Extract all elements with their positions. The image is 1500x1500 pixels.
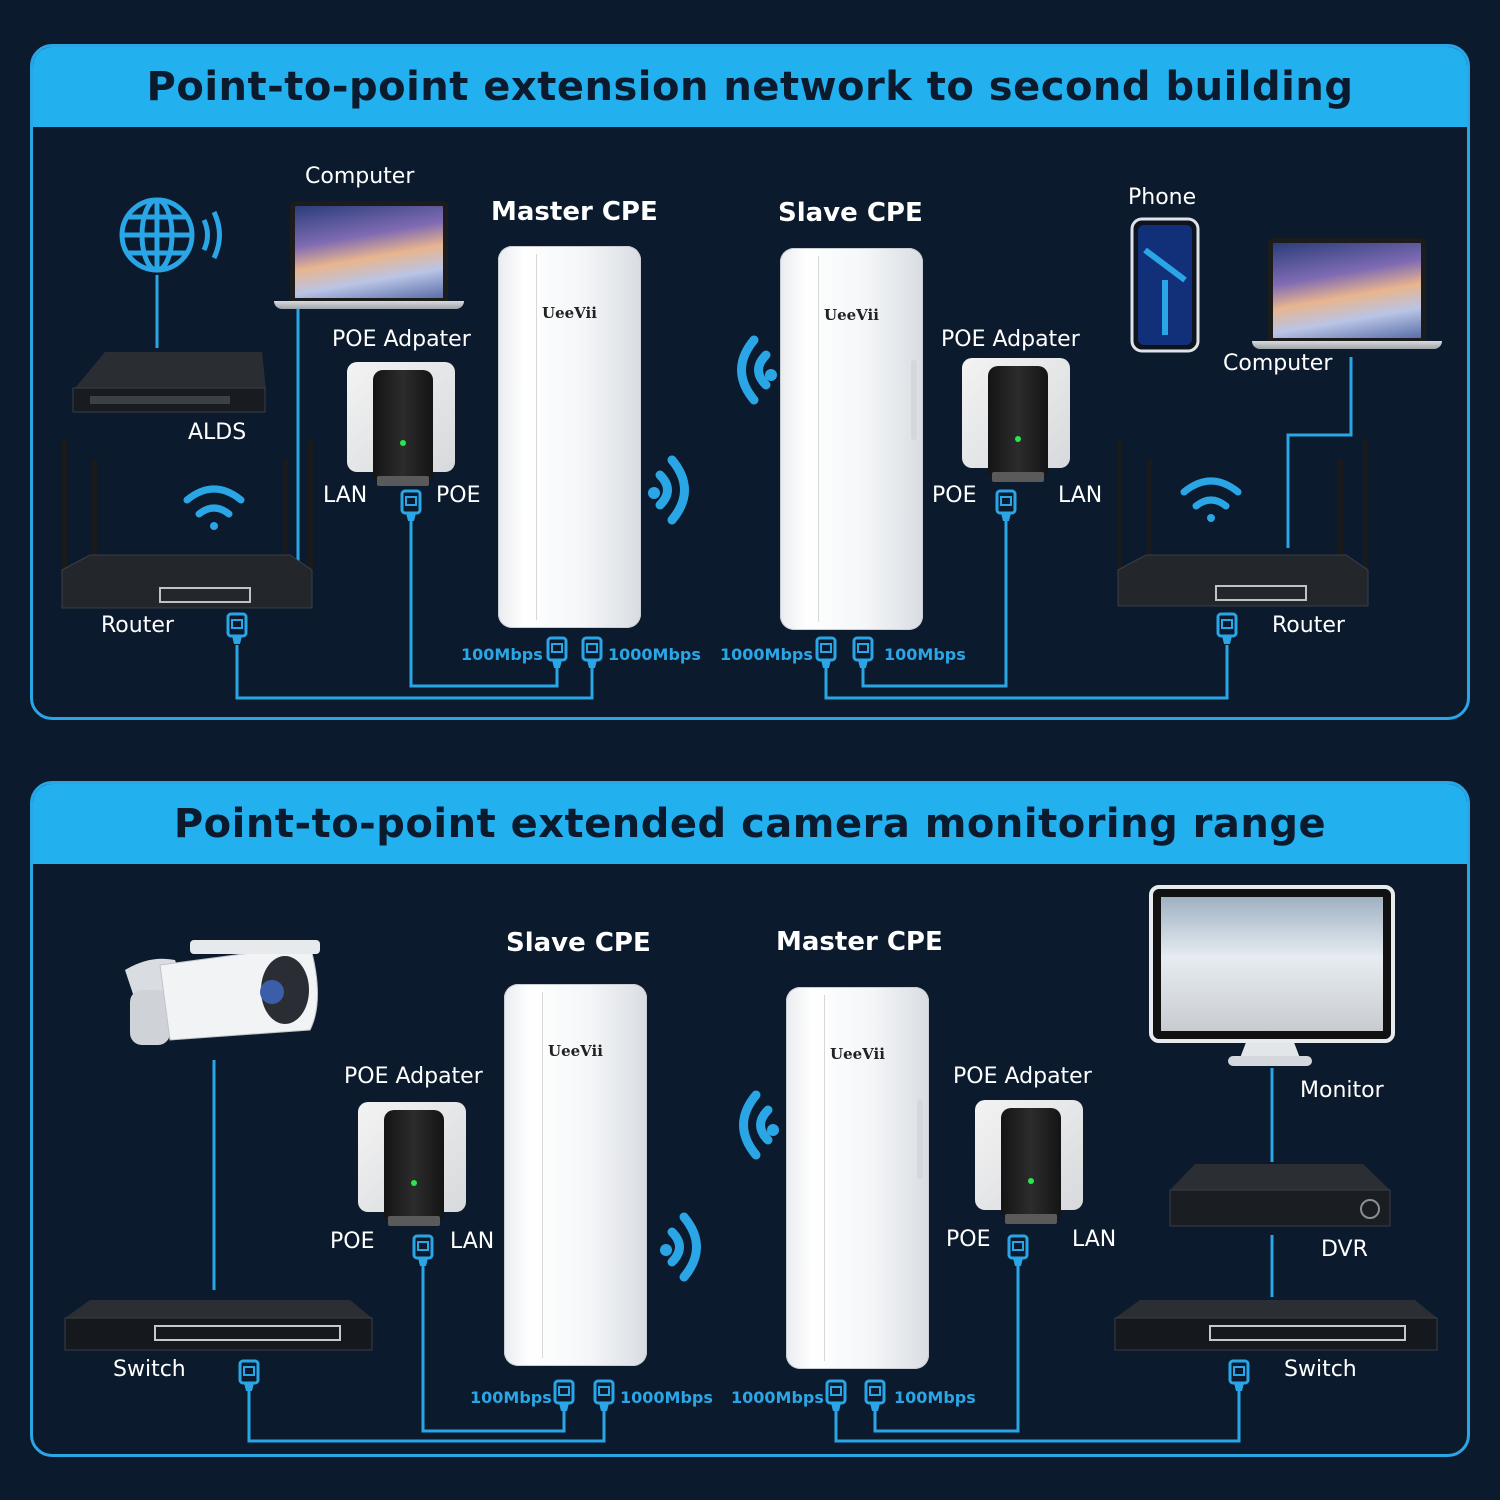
ethernet-plug-icon — [226, 612, 248, 646]
ethernet-plug-icon — [864, 1379, 886, 1413]
label-poe-left: POE — [330, 1229, 375, 1254]
label-router-right: Router — [1272, 613, 1345, 638]
label-poe-adapter-right: POE Adpater — [953, 1064, 1092, 1089]
label-speed: 100Mbps — [894, 1388, 976, 1407]
ethernet-plug-icon — [400, 489, 422, 523]
signal-wave-icon — [660, 1212, 701, 1282]
switch-icon — [1114, 1300, 1438, 1351]
label-speed: 100Mbps — [470, 1388, 552, 1407]
label-phone: Phone — [1128, 185, 1197, 210]
cpe-brand-label: UeeVii — [542, 304, 597, 322]
signal-wave-icon — [739, 1090, 779, 1160]
label-poe-adapter-right: POE Adpater — [941, 327, 1080, 352]
poe-adapter-icon — [975, 1100, 1083, 1224]
label-slave-cpe: Slave CPE — [778, 198, 923, 228]
label-master-cpe: Master CPE — [776, 927, 943, 957]
ethernet-plug-icon — [815, 636, 837, 670]
label-speed: 1000Mbps — [620, 1388, 713, 1407]
ethernet-plug-icon — [412, 1234, 434, 1268]
ethernet-plug-icon — [581, 636, 603, 670]
ethernet-plug-icon — [238, 1359, 260, 1393]
panel-bottom-title: Point-to-point extended camera monitorin… — [173, 801, 1327, 847]
label-master-cpe: Master CPE — [491, 197, 658, 227]
ethernet-plug-icon — [995, 489, 1017, 523]
modem-icon — [72, 352, 266, 413]
cpe-device-icon: UeeVii — [504, 984, 647, 1366]
label-poe-left: POE — [436, 483, 481, 508]
globe-icon — [119, 197, 222, 273]
label-lan-left: LAN — [450, 1229, 495, 1254]
label-poe-right: POE — [932, 483, 977, 508]
label-computer-right: Computer — [1223, 351, 1333, 376]
panel-top-header: Point-to-point extension network to seco… — [33, 47, 1467, 127]
label-switch-right: Switch — [1284, 1357, 1357, 1382]
cpe-brand-label: UeeVii — [830, 1045, 885, 1063]
wifi-icon — [1180, 477, 1242, 522]
poe-adapter-icon — [358, 1102, 466, 1226]
ethernet-plug-icon — [1228, 1359, 1250, 1393]
label-poe-adapter-left: POE Adpater — [344, 1064, 483, 1089]
ethernet-plug-icon — [852, 636, 874, 670]
router-icon — [1117, 440, 1369, 607]
label-speed: 1000Mbps — [731, 1388, 824, 1407]
cpe-device-icon: UeeVii — [786, 987, 929, 1369]
panel-top: Point-to-point extension network to seco… — [30, 44, 1470, 720]
ethernet-plug-icon — [553, 1379, 575, 1413]
label-lan-right: LAN — [1058, 483, 1103, 508]
label-switch-left: Switch — [113, 1357, 186, 1382]
signal-wave-icon — [737, 335, 777, 405]
label-router-left: Router — [101, 613, 174, 638]
label-speed: 100Mbps — [461, 645, 543, 664]
ethernet-plug-icon — [825, 1379, 847, 1413]
panel-bottom-header: Point-to-point extended camera monitorin… — [33, 784, 1467, 864]
ethernet-plug-icon — [593, 1379, 615, 1413]
switch-icon — [64, 1300, 373, 1351]
label-speed: 100Mbps — [884, 645, 966, 664]
ethernet-plug-icon — [546, 636, 568, 670]
label-alds: ALDS — [188, 420, 247, 445]
poe-adapter-icon — [962, 358, 1070, 482]
label-dvr: DVR — [1321, 1237, 1368, 1262]
phone-icon — [1130, 217, 1200, 353]
cpe-brand-label: UeeVii — [824, 306, 879, 324]
router-icon — [61, 440, 313, 609]
ethernet-plug-icon — [1007, 1234, 1029, 1268]
label-computer-left: Computer — [305, 164, 415, 189]
dvr-icon — [1169, 1164, 1391, 1227]
label-lan-left: LAN — [323, 483, 368, 508]
panel-bottom: Point-to-point extended camera monitorin… — [30, 781, 1470, 1457]
cctv-camera-icon — [125, 940, 320, 1045]
panel-top-title: Point-to-point extension network to seco… — [146, 64, 1354, 110]
label-speed: 1000Mbps — [720, 645, 813, 664]
label-lan-right: LAN — [1072, 1227, 1117, 1252]
ethernet-plug-icon — [1216, 612, 1238, 646]
cpe-device-icon: UeeVii — [780, 248, 923, 630]
label-poe-adapter-left: POE Adpater — [332, 327, 471, 352]
label-slave-cpe: Slave CPE — [506, 928, 651, 958]
cpe-device-icon: UeeVii — [498, 246, 641, 628]
poe-adapter-icon — [347, 362, 455, 486]
label-speed: 1000Mbps — [608, 645, 701, 664]
label-monitor: Monitor — [1300, 1078, 1384, 1103]
signal-wave-icon — [648, 455, 689, 525]
cpe-brand-label: UeeVii — [548, 1042, 603, 1060]
label-poe-right: POE — [946, 1227, 991, 1252]
wifi-icon — [183, 485, 245, 530]
